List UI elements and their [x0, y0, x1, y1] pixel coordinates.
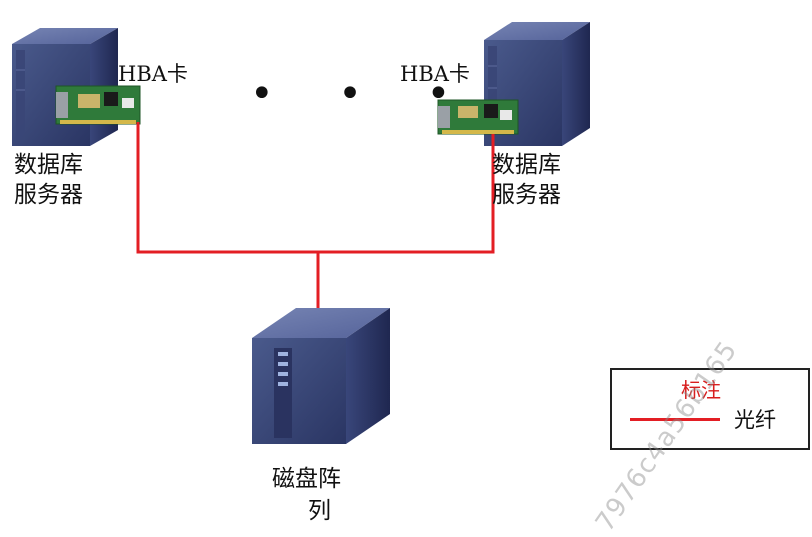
fiber-link-left — [136, 122, 318, 254]
disk-array-label-line2: 列 — [308, 498, 331, 524]
left-hba-label: HBA卡 — [118, 62, 188, 86]
right-hba-label: HBA卡 — [400, 62, 470, 86]
fiber-links — [136, 122, 495, 318]
disk-array-icon — [252, 308, 390, 444]
right-hba-card-icon — [437, 99, 519, 135]
legend: 标注 光纤 — [610, 368, 810, 450]
legend-fiber-label: 光纤 — [734, 408, 776, 432]
ellipsis-more-servers: • • • — [250, 71, 477, 117]
left-server-label-line2: 服务器 — [14, 182, 83, 208]
fiber-link-right — [318, 134, 495, 254]
disk-array-label-line1: 磁盘阵 — [272, 466, 341, 492]
legend-title: 标注 — [681, 378, 721, 402]
legend-fiber-swatch — [630, 418, 720, 421]
right-server-label-line2: 服务器 — [492, 182, 561, 208]
right-server-label-line1: 数据库 — [492, 152, 561, 178]
left-hba-card-icon — [55, 85, 141, 125]
left-server-label-line1: 数据库 — [14, 152, 83, 178]
